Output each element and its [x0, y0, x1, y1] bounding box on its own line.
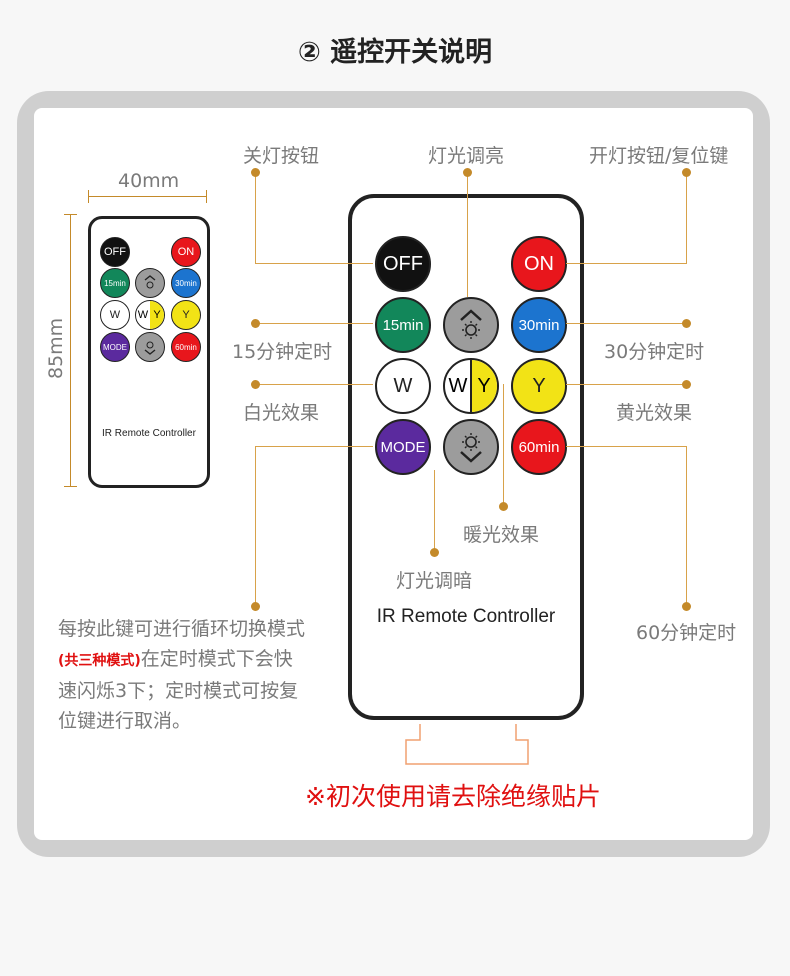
yellow-light-label: 黄光效果: [616, 402, 693, 424]
yellow-connector: [566, 384, 686, 385]
brightness-down-label: 灯光调暗: [396, 570, 473, 592]
mode-note-line3: 速闪烁3下；定时模式可按复: [58, 680, 299, 702]
mode-connector-h: [255, 446, 373, 447]
off-connector-v: [255, 172, 256, 264]
small-warm-w-label: W: [137, 309, 149, 321]
brightness-down-icon: [144, 341, 156, 355]
on-connector-v: [686, 172, 687, 264]
yellow-light-button: Y: [511, 358, 567, 414]
width-dimension-line: [88, 196, 206, 197]
small-15min-button: 15min: [100, 268, 130, 298]
timer-15-label: 15分钟定时: [232, 341, 333, 363]
small-60min-button: 60min: [171, 332, 201, 362]
warm-light-label: 暖光效果: [463, 524, 540, 546]
brightness-up-button: [443, 297, 499, 353]
off-connector-h: [255, 263, 373, 264]
15min-connector-dot: [250, 318, 260, 328]
small-warm-y-label: Y: [153, 309, 161, 321]
warm-connector-dot: [498, 501, 508, 511]
30min-button: 30min: [511, 297, 567, 353]
warm-y-label: Y: [477, 374, 491, 397]
mode-button: MODE: [375, 419, 431, 475]
warm-light-button: W Y: [443, 358, 499, 414]
small-mode-button: MODE: [100, 332, 130, 362]
brightness-up-label: 灯光调亮: [428, 145, 505, 167]
battery-tab-icon: [405, 724, 529, 765]
mode-connector-dot: [250, 601, 260, 611]
height-dimension-line: [70, 214, 71, 486]
30min-connector: [566, 323, 686, 324]
brightness-down-connector: [434, 470, 435, 552]
small-brightness-down-button: [135, 332, 165, 362]
on-button-label: 开灯按钮/复位键: [589, 145, 729, 167]
width-tick-left: [88, 190, 89, 203]
brightness-up-connector: [467, 172, 468, 297]
large-remote-illustration: OFF ON 15min 30min W W Y Y MODE: [348, 194, 584, 720]
warm-connector: [503, 384, 504, 506]
small-remote-illustration: OFF ON 15min 30min W W Y Y MODE 60min IR…: [88, 216, 210, 488]
60min-connector-h: [566, 446, 686, 447]
60min-button: 60min: [511, 419, 567, 475]
height-tick-top: [64, 214, 77, 215]
white-connector: [255, 384, 373, 385]
height-dimension-label: 85mm: [45, 317, 67, 379]
60min-connector-v: [686, 446, 687, 606]
off-button-label: 关灯按钮: [243, 145, 320, 167]
60min-connector-dot: [681, 601, 691, 611]
page-title: ② 遥控开关说明: [297, 37, 493, 68]
small-on-button: ON: [171, 237, 201, 267]
white-light-label: 白光效果: [243, 402, 320, 424]
on-connector-dot: [681, 167, 691, 177]
mode-note-line4: 位键进行取消。: [58, 710, 192, 732]
brightness-up-connector-dot: [462, 167, 472, 177]
15min-button: 15min: [375, 297, 431, 353]
width-tick-right: [206, 190, 207, 203]
off-connector-dot: [250, 167, 260, 177]
warm-yellow-half: [471, 360, 497, 412]
insulation-warning: ※初次使用请去除绝缘贴片: [305, 782, 601, 811]
small-warm-yellow-half: [150, 301, 164, 329]
off-button: OFF: [375, 236, 431, 292]
white-connector-dot: [250, 379, 260, 389]
remote-title: IR Remote Controller: [376, 606, 556, 627]
brightness-up-icon: [460, 309, 482, 339]
30min-connector-dot: [681, 318, 691, 328]
brightness-down-connector-dot: [429, 547, 439, 557]
brightness-up-icon: [144, 275, 156, 289]
small-warm-button: W Y: [135, 300, 165, 330]
mode-connector-v: [255, 446, 256, 606]
white-light-button: W: [375, 358, 431, 414]
timer-30-label: 30分钟定时: [604, 341, 705, 363]
small-remote-title: IR Remote Controller: [102, 428, 196, 439]
height-tick-bottom: [64, 486, 77, 487]
small-off-button: OFF: [100, 237, 130, 267]
warm-w-label: W: [448, 374, 468, 397]
brightness-down-button: [443, 419, 499, 475]
warm-divider: [470, 360, 472, 412]
mode-note-line1: 每按此键可进行循环切换模式: [58, 618, 306, 640]
mode-note: 每按此键可进行循环切换模式 (共三种模式)在定时模式下会快 速闪烁3下；定时模式…: [58, 614, 334, 736]
on-button: ON: [511, 236, 567, 292]
small-white-button: W: [100, 300, 130, 330]
small-yellow-button: Y: [171, 300, 201, 330]
15min-connector: [255, 323, 373, 324]
small-brightness-up-button: [135, 268, 165, 298]
brightness-down-icon: [460, 433, 482, 463]
yellow-connector-dot: [681, 379, 691, 389]
width-dimension-label: 40mm: [118, 170, 180, 192]
small-30min-button: 30min: [171, 268, 201, 298]
mode-note-red: (共三种模式): [58, 653, 141, 669]
timer-60-label: 60分钟定时: [636, 622, 737, 644]
mode-note-line2: 在定时模式下会快: [140, 648, 293, 670]
on-connector-h: [566, 263, 686, 264]
